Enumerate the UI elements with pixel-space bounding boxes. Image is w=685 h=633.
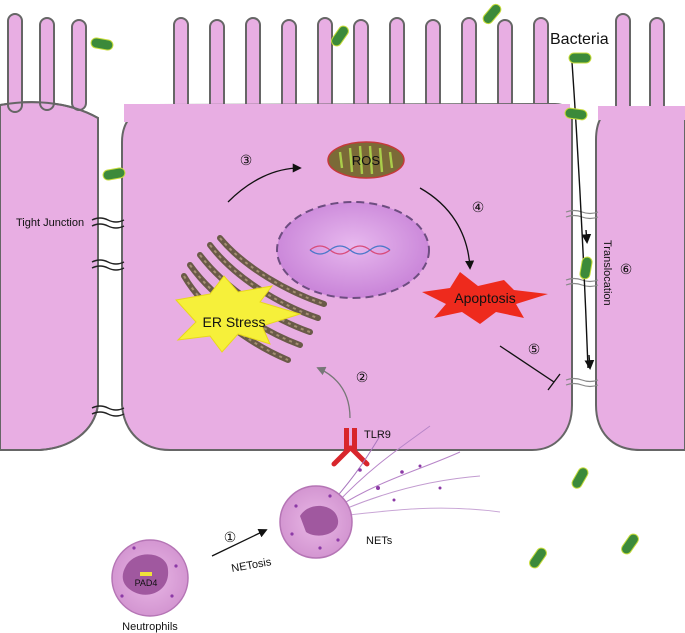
netosis-label: NETosis [230,556,272,575]
er-stress-label: ER Stress [202,314,265,330]
step-2-marker: ② [356,369,369,385]
ros-mitochondrion [327,141,405,179]
pad4-label: PAD4 [135,578,158,588]
bacteria-label: Bacteria [550,31,609,48]
netosis-arrow [211,529,268,557]
step-1-marker: ① [224,529,237,545]
neutrophil [111,539,189,617]
nets-strands [333,425,501,517]
apoptosis-label: Apoptosis [454,290,515,306]
apoptosis-burst [422,272,548,324]
step-5-marker: ⑤ [528,341,541,357]
step4-arrow [419,187,475,270]
nets-label: NETs [366,535,393,547]
bacteria-group [90,3,639,569]
right-junction-marks [565,209,599,388]
ros-label: ROS [352,153,381,168]
er-stress-burst [175,275,302,353]
tight-junction-marks [91,217,125,417]
tlr9-label: TLR9 [364,429,391,441]
nucleus [276,201,430,299]
step-3-marker: ③ [240,152,253,168]
right-epithelial-cell [595,13,685,451]
dna-helix-icon [309,245,391,255]
step-6-marker: ⑥ [620,261,633,277]
translocation-arrow [571,61,589,369]
net-releasing-neutrophil [279,485,353,559]
net-dots [358,464,442,502]
translocation-label: Translocation [601,240,613,306]
step5-inhibition [499,345,561,391]
tight-junction-label: Tight Junction [16,217,84,229]
step-4-marker: ④ [472,199,485,215]
step2-arrow [316,366,351,419]
neutrophils-label: Neutrophils [122,621,178,633]
step3-arrow [227,163,302,203]
left-epithelial-cell [0,13,99,451]
